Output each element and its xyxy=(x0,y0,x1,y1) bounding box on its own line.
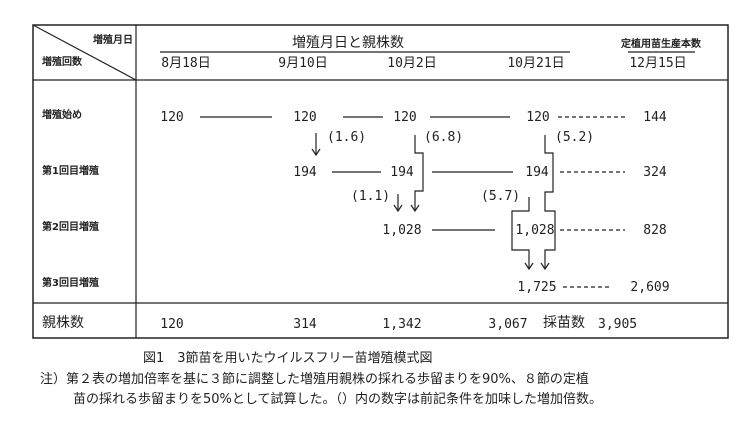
figure-caption: 図1 3節苗を用いたウイルスフリー苗増殖模式図 xyxy=(143,351,433,366)
note-line: 注）第２表の増加倍率を基に３節に調整した増殖用親株の採れる歩留まりを90%、８節… xyxy=(40,372,589,387)
cell-value: 1,028 xyxy=(515,223,555,238)
table-border xyxy=(32,24,729,339)
multiplier-label: (1.6) xyxy=(327,130,367,145)
note-line: 苗の採れる歩留まりを50%として試算した。（）内の数字は前記条件を加味した増加倍… xyxy=(73,392,603,407)
total-value: 1,342 xyxy=(382,317,422,332)
total-value: 3,067 xyxy=(488,317,528,332)
multiplier-label: (6.8) xyxy=(424,130,464,145)
corner-diagonal xyxy=(32,24,137,81)
date-header: 12月15日 xyxy=(629,56,687,71)
bracket-arrow-icon xyxy=(393,135,424,213)
cell-value: 828 xyxy=(643,223,667,238)
multiplier-label: (5.7) xyxy=(481,189,521,204)
arrow-icon xyxy=(311,133,321,157)
cell-value: 194 xyxy=(390,165,414,180)
date-header: 10月21日 xyxy=(507,56,565,71)
cell-value: 2,609 xyxy=(630,280,670,295)
row-label: 増殖始め xyxy=(42,110,82,121)
cell-value: 1,725 xyxy=(517,280,557,295)
cell-value: 120 xyxy=(526,110,550,125)
corner-label-round: 増殖回数 xyxy=(42,57,82,68)
date-header: 8月18日 xyxy=(161,56,211,71)
total-value: 120 xyxy=(160,317,184,332)
seedling-label: 採苗数 xyxy=(543,315,585,331)
corner-label-date: 増殖月日 xyxy=(93,35,133,46)
date-header: 10月2日 xyxy=(387,56,437,71)
cell-value: 120 xyxy=(293,110,317,125)
bracket-arrow-icon xyxy=(511,135,556,271)
cell-value: 120 xyxy=(393,110,417,125)
cell-value: 194 xyxy=(525,165,549,180)
cell-value: 1,028 xyxy=(382,223,422,238)
cell-value: 120 xyxy=(160,110,184,125)
cell-value: 324 xyxy=(643,165,667,180)
multiplier-label: (5.2) xyxy=(555,130,595,145)
row-label: 第2回目増殖 xyxy=(42,222,99,233)
row-label: 第1回目増殖 xyxy=(42,166,99,177)
cell-value: 194 xyxy=(293,165,317,180)
multiplier-label: (1.1) xyxy=(351,189,391,204)
final-title: 定植用苗生産本数 xyxy=(621,39,701,50)
row-label: 第3回目増殖 xyxy=(42,278,99,289)
date-header: 9月10日 xyxy=(278,56,328,71)
totals-label: 親株数 xyxy=(42,315,84,331)
total-value: 314 xyxy=(293,317,317,332)
group-title: 増殖月日と親株数 xyxy=(292,35,404,51)
seedling-value: 3,905 xyxy=(598,317,638,332)
cell-value: 144 xyxy=(643,110,667,125)
